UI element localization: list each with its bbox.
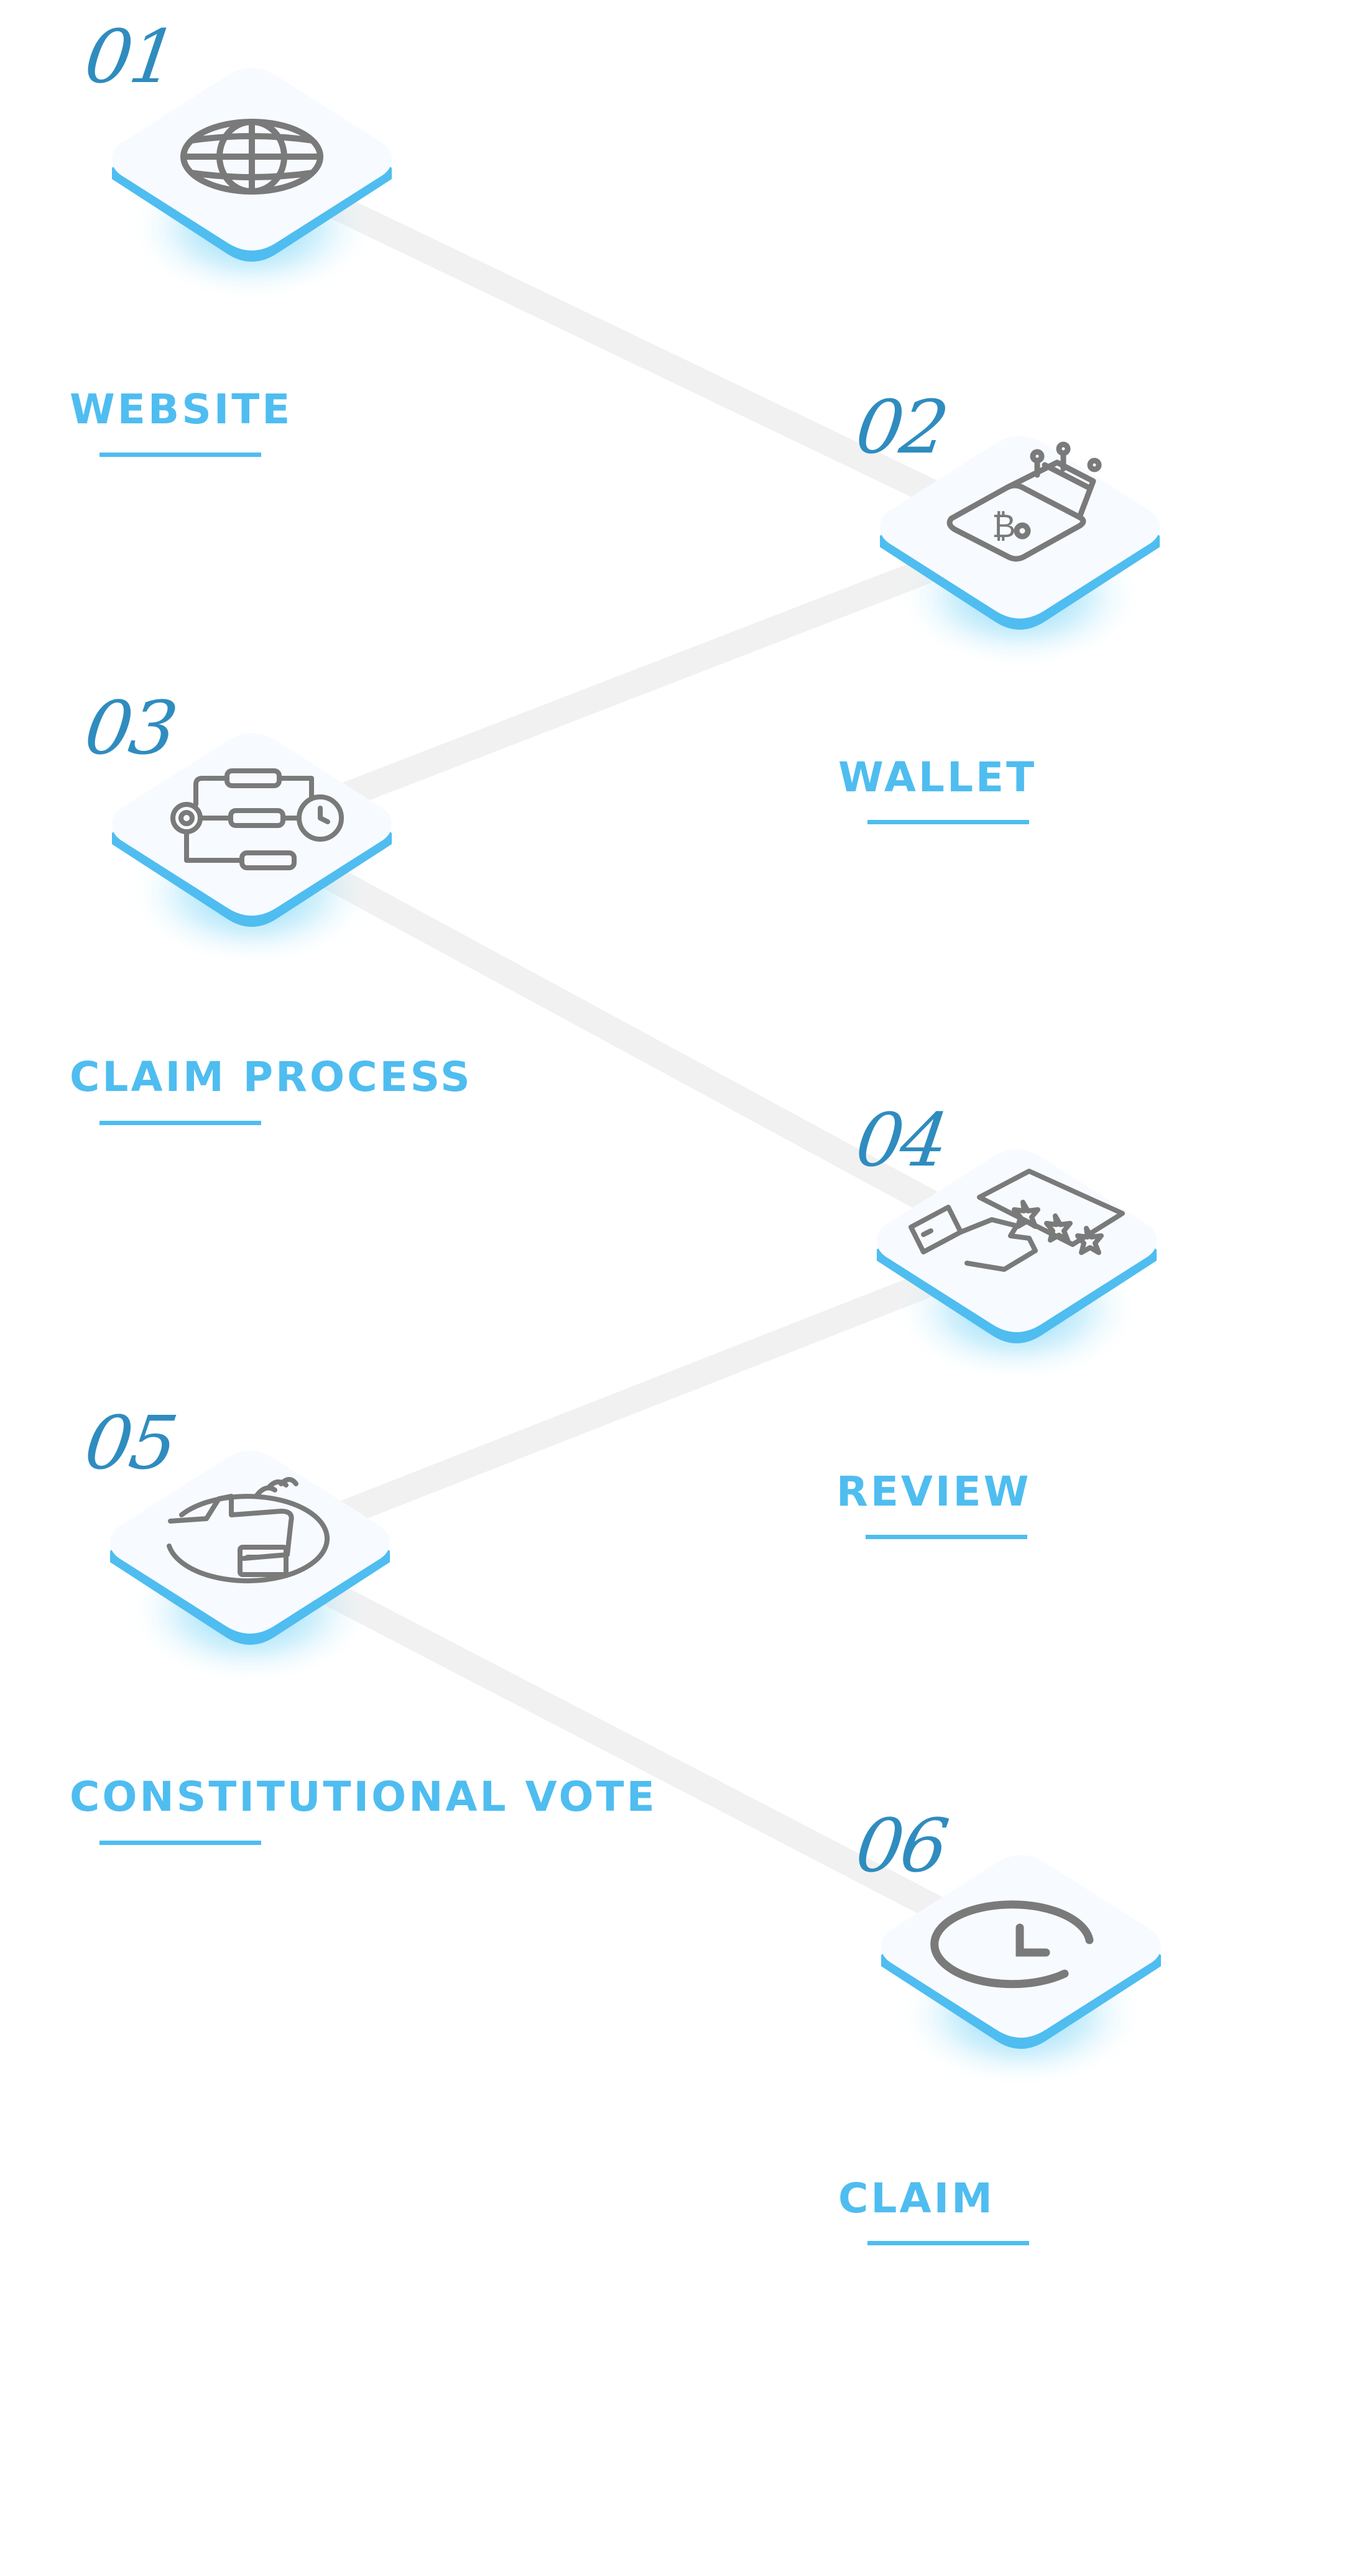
step-number-05: 05 <box>80 1400 180 1486</box>
connector-04-05 <box>236 1236 1030 1564</box>
step-label-04: REVIEW <box>836 1468 1032 1516</box>
step-number-01: 01 <box>80 14 180 99</box>
step-tile-01 <box>112 68 392 301</box>
step-underline-04 <box>866 1535 1027 1539</box>
connector-02-03 <box>236 522 1033 846</box>
clock-icon <box>930 1900 1094 1989</box>
rating-review-icon <box>908 1169 1125 1272</box>
step-underline-01 <box>99 453 261 457</box>
connector-01-02 <box>236 152 1033 548</box>
process-flow-icon <box>170 768 344 870</box>
step-tile-06 <box>881 1855 1161 2089</box>
step-number-02: 02 <box>851 384 951 470</box>
step-underline-02 <box>867 820 1029 824</box>
step-underline-03 <box>99 1121 261 1125</box>
step-label-05: CONSTITUTIONAL VOTE <box>70 1773 657 1821</box>
step-label-06: CLAIM <box>838 2174 995 2222</box>
svg-text:₿: ₿ <box>992 508 1016 545</box>
bitcoin-wallet-icon: ₿ <box>946 441 1102 562</box>
step-number-03: 03 <box>80 685 180 771</box>
connector-03-04 <box>236 820 1030 1263</box>
step-tile-05 <box>110 1451 390 1685</box>
connector-05-06 <box>236 1538 1033 1965</box>
step-tile-02: ₿ <box>880 436 1160 669</box>
step-number-06: 06 <box>851 1803 951 1888</box>
step-tile-04 <box>877 1149 1157 1383</box>
step-label-02: WALLET <box>838 753 1037 801</box>
step-underline-05 <box>99 1841 261 1845</box>
step-label-01: WEBSITE <box>70 385 293 433</box>
tile-face <box>110 1451 390 1634</box>
globe-icon <box>180 119 323 195</box>
thumbs-up-vote-icon <box>167 1477 330 1584</box>
step-underline-06 <box>867 2241 1029 2245</box>
connector-lines <box>236 152 1033 1965</box>
step-number-04: 04 <box>851 1097 951 1183</box>
step-label-03: CLAIM PROCESS <box>70 1053 473 1101</box>
step-tile-03 <box>112 733 392 967</box>
